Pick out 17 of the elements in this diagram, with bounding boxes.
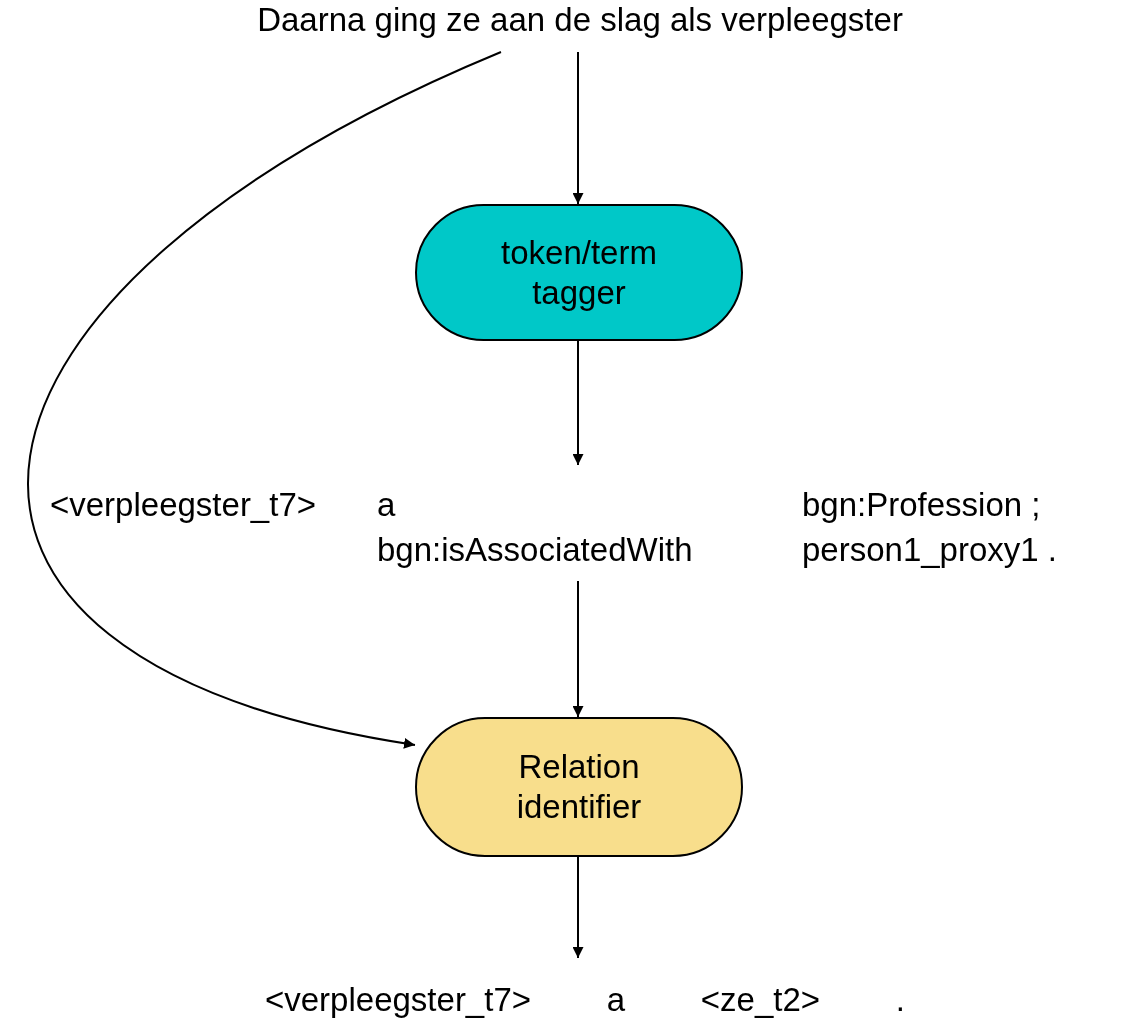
triple-term: bgn:isAssociatedWith bbox=[377, 530, 693, 570]
rounded-process-box: token/term tagger bbox=[415, 204, 743, 341]
triple-term: a bbox=[377, 485, 396, 525]
rounded-process-box: Relation identifier bbox=[415, 717, 743, 857]
triple-term: a bbox=[606, 980, 626, 1020]
triple-term: <ze_t2> bbox=[700, 980, 821, 1020]
triple-term: <verpleegster_t7> bbox=[265, 980, 531, 1020]
triple-term: . bbox=[895, 980, 905, 1020]
triple-term: bgn:Profession ; bbox=[802, 485, 1041, 525]
input-sentence: Daarna ging ze aan de slag als verpleegster bbox=[256, 0, 904, 40]
arrow bbox=[29, 51, 502, 749]
arrow bbox=[572, 856, 584, 959]
arrow bbox=[572, 580, 584, 718]
arrow bbox=[572, 340, 584, 466]
arrow bbox=[572, 51, 584, 205]
triple-term: <verpleegster_t7> bbox=[50, 485, 316, 525]
triple-term: person1_proxy1 . bbox=[802, 530, 1057, 570]
